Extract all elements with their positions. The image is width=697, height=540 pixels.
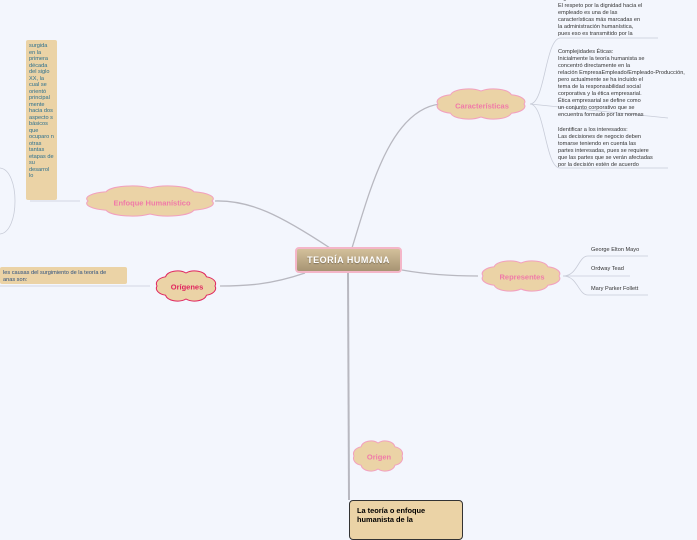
representante-mayo[interactable]: George Elton Mayo (591, 247, 640, 253)
connector-caracteristicas (351, 103, 441, 249)
origenes-note[interactable]: les causas del surgimiento de la teoría … (0, 267, 127, 284)
root-label: TEORÍA HUMANA (307, 255, 390, 265)
root-node[interactable]: TEORÍA HUMANA (295, 247, 402, 273)
node-representes[interactable]: Representes (499, 272, 545, 282)
cloud-enfoque[interactable] (86, 185, 214, 217)
caracteristica-etica[interactable]: Complejidades Éticas: Inicialmente la te… (558, 49, 685, 118)
node-caracteristicas[interactable]: Características (455, 101, 509, 111)
caracteristica-interesados[interactable]: Identificar a los interesados: Las decis… (558, 127, 653, 168)
connector-enfoque (214, 200, 331, 249)
connector-representes (401, 269, 479, 277)
representante-follett[interactable]: Mary Parker Follett (591, 286, 639, 292)
connector-layer (0, 37, 669, 501)
origen-description-box[interactable]: La teoría o enfoque humanista de la (349, 500, 463, 540)
cloud-origen[interactable] (353, 440, 403, 472)
cloud-origenes[interactable] (155, 270, 217, 302)
representante-tead[interactable]: Ordway Tead (591, 266, 624, 272)
node-origenes[interactable]: Orígenes (170, 282, 204, 292)
node-origen[interactable]: Origen (366, 452, 392, 462)
node-enfoque-humanistico[interactable]: Enfoque Humanístico (113, 198, 191, 208)
connector-origenes (219, 272, 306, 287)
cloud-representes[interactable] (481, 260, 561, 292)
connector-origen (347, 272, 350, 501)
enfoque-note[interactable]: surgida en la primera década del siglo X… (26, 40, 57, 200)
caracteristica-dignidad[interactable]: Dignidad Humana: El respeto por la digni… (558, 0, 643, 37)
cloud-caracteristicas[interactable] (436, 88, 526, 120)
